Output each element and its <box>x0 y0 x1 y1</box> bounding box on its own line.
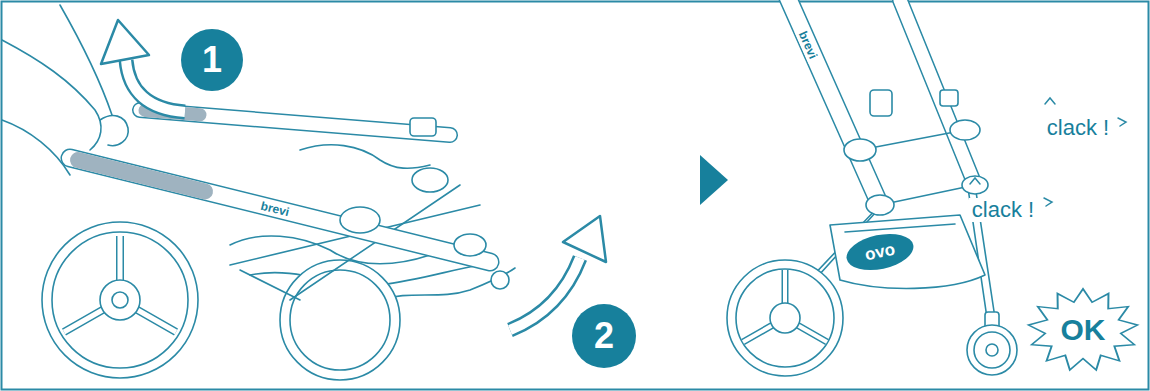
canopy <box>300 145 430 168</box>
spoke <box>743 270 827 342</box>
hub <box>770 303 800 333</box>
basket <box>845 224 955 232</box>
callout-number: 2 <box>572 304 636 368</box>
hub <box>112 292 128 308</box>
joint <box>950 120 980 140</box>
handle-bar <box>140 110 450 135</box>
sound-label: clack ! <box>969 198 1037 222</box>
cup-holder <box>870 90 892 116</box>
finger <box>100 116 128 146</box>
handle-bar <box>900 0 975 185</box>
handle-bar <box>900 0 975 185</box>
sound-mark <box>1118 118 1126 126</box>
spoke <box>64 236 176 332</box>
curved-arrow <box>510 258 580 330</box>
sound-mark <box>1045 98 1055 104</box>
spoke <box>64 236 176 332</box>
rear-wheel <box>290 270 390 370</box>
curved-arrow <box>510 258 580 330</box>
joint <box>844 139 876 161</box>
front-wheel <box>491 271 509 289</box>
handle-bar <box>780 0 880 205</box>
starburst-shape <box>1029 289 1138 370</box>
rear-wheel <box>736 269 834 367</box>
front-wheel <box>967 325 1017 375</box>
basket <box>830 215 985 288</box>
joint <box>340 207 380 233</box>
callout-circle <box>181 29 243 91</box>
joint <box>454 234 486 256</box>
hub <box>100 280 140 320</box>
joint <box>940 90 958 106</box>
joint <box>866 195 894 215</box>
joint <box>410 118 436 136</box>
sound-label: clack ! <box>1044 116 1112 140</box>
wheel <box>52 232 188 368</box>
hub <box>986 344 998 356</box>
handle-bar <box>140 110 450 135</box>
ok-text: OK <box>1061 315 1106 345</box>
front-wheel <box>974 332 1010 368</box>
handle-bar <box>780 0 880 205</box>
strut <box>240 270 300 300</box>
rear-wheel <box>280 260 400 380</box>
ok-burst: OK <box>1027 288 1139 372</box>
curved-arrow <box>126 60 185 112</box>
sleeve <box>2 120 70 175</box>
grip <box>78 160 205 192</box>
joint <box>962 176 988 194</box>
wheel <box>42 222 198 378</box>
step-number: 1 <box>202 42 222 78</box>
sound-mark <box>970 178 980 184</box>
hand <box>2 40 101 150</box>
basket <box>380 268 515 300</box>
step-number: 2 <box>594 318 614 354</box>
rear-wheel <box>727 260 843 376</box>
next-step-arrow <box>700 155 728 205</box>
arrow-head <box>563 216 606 262</box>
callout-number: 1 <box>181 29 243 91</box>
sound-mark <box>1044 198 1052 206</box>
spoke <box>743 270 827 342</box>
arrow-head <box>101 20 149 64</box>
callout-circle <box>572 304 636 368</box>
curved-arrow <box>126 60 185 112</box>
joint <box>412 168 448 192</box>
logo-oval <box>843 228 917 275</box>
